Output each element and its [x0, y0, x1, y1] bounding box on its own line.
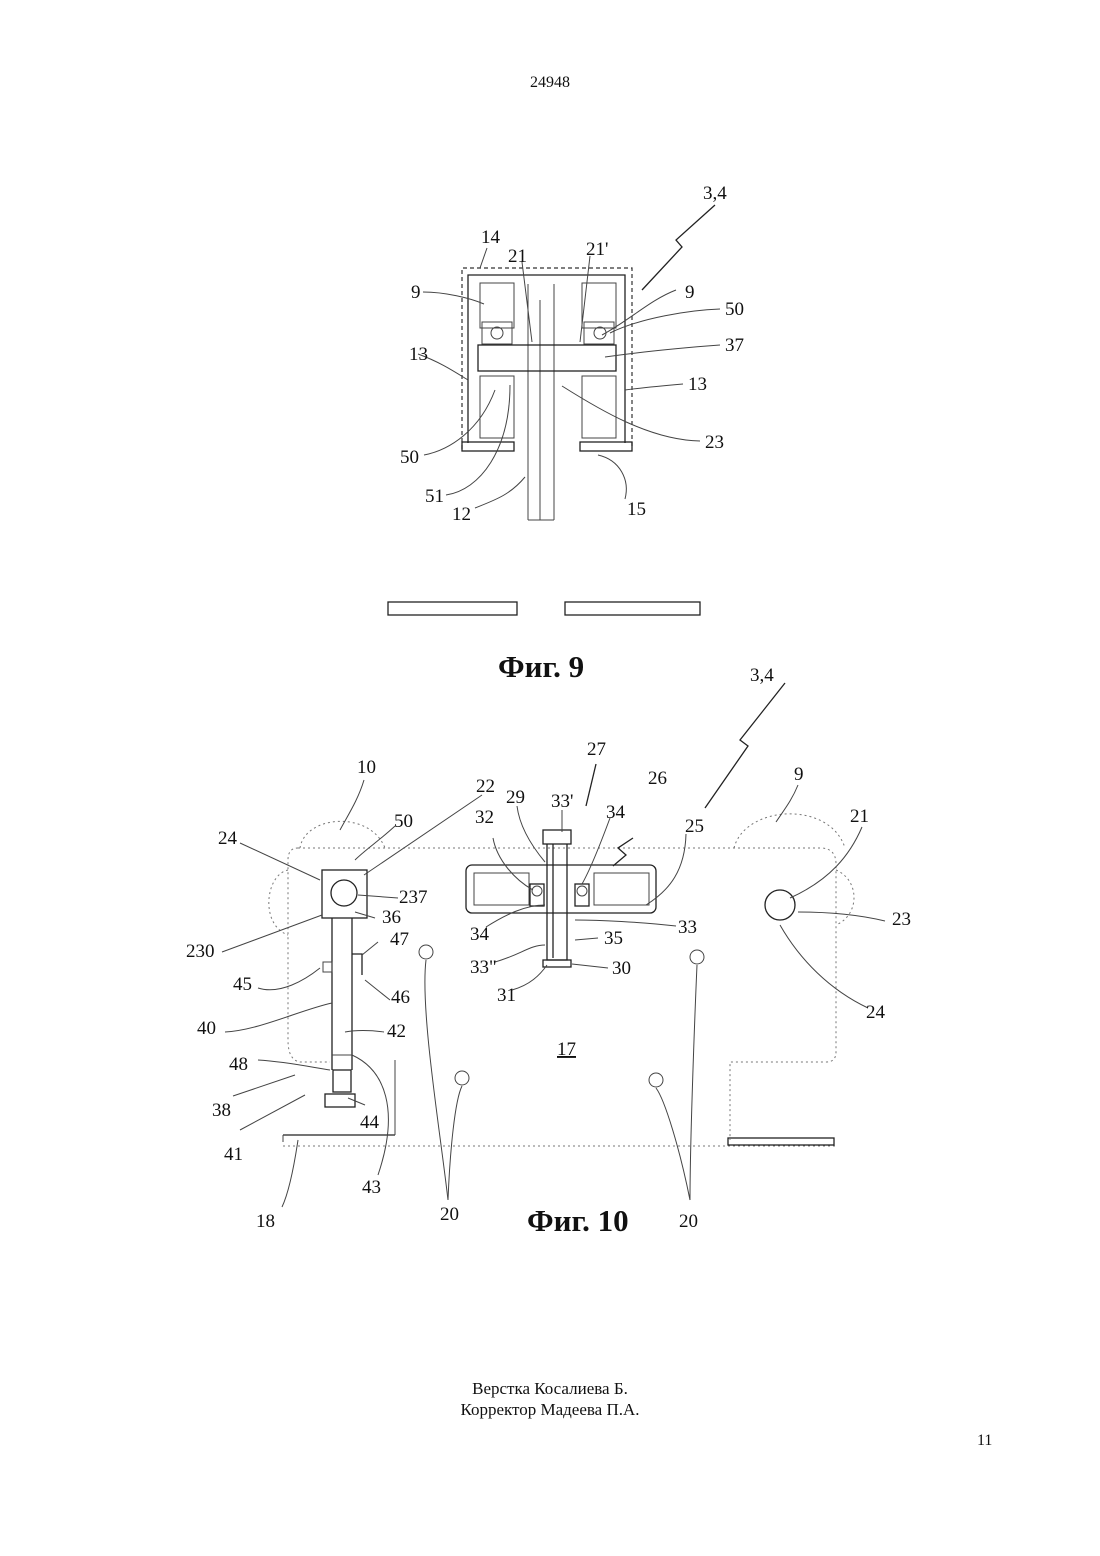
page-number: 11	[977, 1432, 992, 1450]
credits: Верстка Косалиева Б. Корректор Мадеева П…	[0, 1378, 1100, 1420]
fig9-label-50-left: 50	[400, 447, 419, 468]
corrector-credit: Корректор Мадеева П.А.	[0, 1399, 1100, 1420]
fig10-label-230: 230	[186, 941, 215, 962]
fig10-label-42: 42	[387, 1021, 406, 1042]
fig9-label-37: 37	[725, 335, 744, 356]
fig10-label-40: 40	[197, 1018, 216, 1039]
fig10-label-44: 44	[360, 1112, 380, 1133]
fig10-label-30: 30	[612, 958, 631, 979]
fig9-label-51: 51	[425, 486, 444, 507]
fig10-label-33-prime: 33'	[551, 791, 573, 812]
fig10-label-33-double-prime: 33"	[470, 957, 497, 978]
fig9-label-13-right: 13	[688, 374, 707, 395]
fig9-label-23: 23	[705, 432, 724, 453]
fig9-label-12: 12	[452, 504, 471, 525]
fig10-label-36: 36	[382, 907, 401, 928]
fig10-label-41: 41	[224, 1144, 243, 1165]
fig10-label-33: 33	[678, 917, 697, 938]
fig9-label-13-left: 13	[409, 344, 428, 365]
fig10-caption: Фиг. 10	[527, 1203, 629, 1238]
fig10-label-26: 26	[648, 768, 667, 789]
figure-9-drawing	[388, 205, 720, 615]
fig10-label-35: 35	[604, 928, 623, 949]
fig9-label-14: 14	[481, 227, 501, 248]
fig9-label-3-4: 3,4	[703, 183, 727, 204]
fig10-label-50: 50	[394, 811, 413, 832]
fig10-label-32: 32	[475, 807, 494, 828]
fig10-label-48: 48	[229, 1054, 248, 1075]
fig10-label-34-bottom: 34	[470, 924, 490, 945]
fig9-label-21-prime: 21'	[586, 239, 608, 260]
fig10-label-23: 23	[892, 909, 911, 930]
fig9-label-15: 15	[627, 499, 646, 520]
fig10-label-237: 237	[399, 887, 428, 908]
fig10-label-17: 17	[557, 1039, 576, 1060]
fig10-label-25: 25	[685, 816, 704, 837]
fig10-label-20-right: 20	[679, 1211, 698, 1232]
fig10-label-20-left: 20	[440, 1204, 459, 1225]
fig10-label-29: 29	[506, 787, 525, 808]
fig10-label-46: 46	[391, 987, 410, 1008]
fig9-label-50-right: 50	[725, 299, 744, 320]
fig9-label-9-right: 9	[685, 282, 695, 303]
fig10-label-9: 9	[794, 764, 804, 785]
fig10-label-18: 18	[256, 1211, 275, 1232]
fig10-label-21: 21	[850, 806, 869, 827]
fig10-label-3-4: 3,4	[750, 665, 774, 686]
figure-10-drawing	[222, 683, 885, 1207]
fig10-label-47: 47	[390, 929, 409, 950]
fig10-label-45: 45	[233, 974, 252, 995]
fig9-label-21: 21	[508, 246, 527, 267]
fig10-label-24-bottom: 24	[866, 1002, 886, 1023]
fig10-label-24-top: 24	[218, 828, 238, 849]
fig10-label-22: 22	[476, 776, 495, 797]
fig10-label-34-top: 34	[606, 802, 626, 823]
fig10-label-38: 38	[212, 1100, 231, 1121]
fig9-caption: Фиг. 9	[498, 649, 584, 684]
layout-credit: Верстка Косалиева Б.	[0, 1378, 1100, 1399]
fig9-label-9-left: 9	[411, 282, 421, 303]
fig10-label-31: 31	[497, 985, 516, 1006]
fig10-label-43: 43	[362, 1177, 381, 1198]
fig10-label-10: 10	[357, 757, 376, 778]
fig10-label-27: 27	[587, 739, 606, 760]
